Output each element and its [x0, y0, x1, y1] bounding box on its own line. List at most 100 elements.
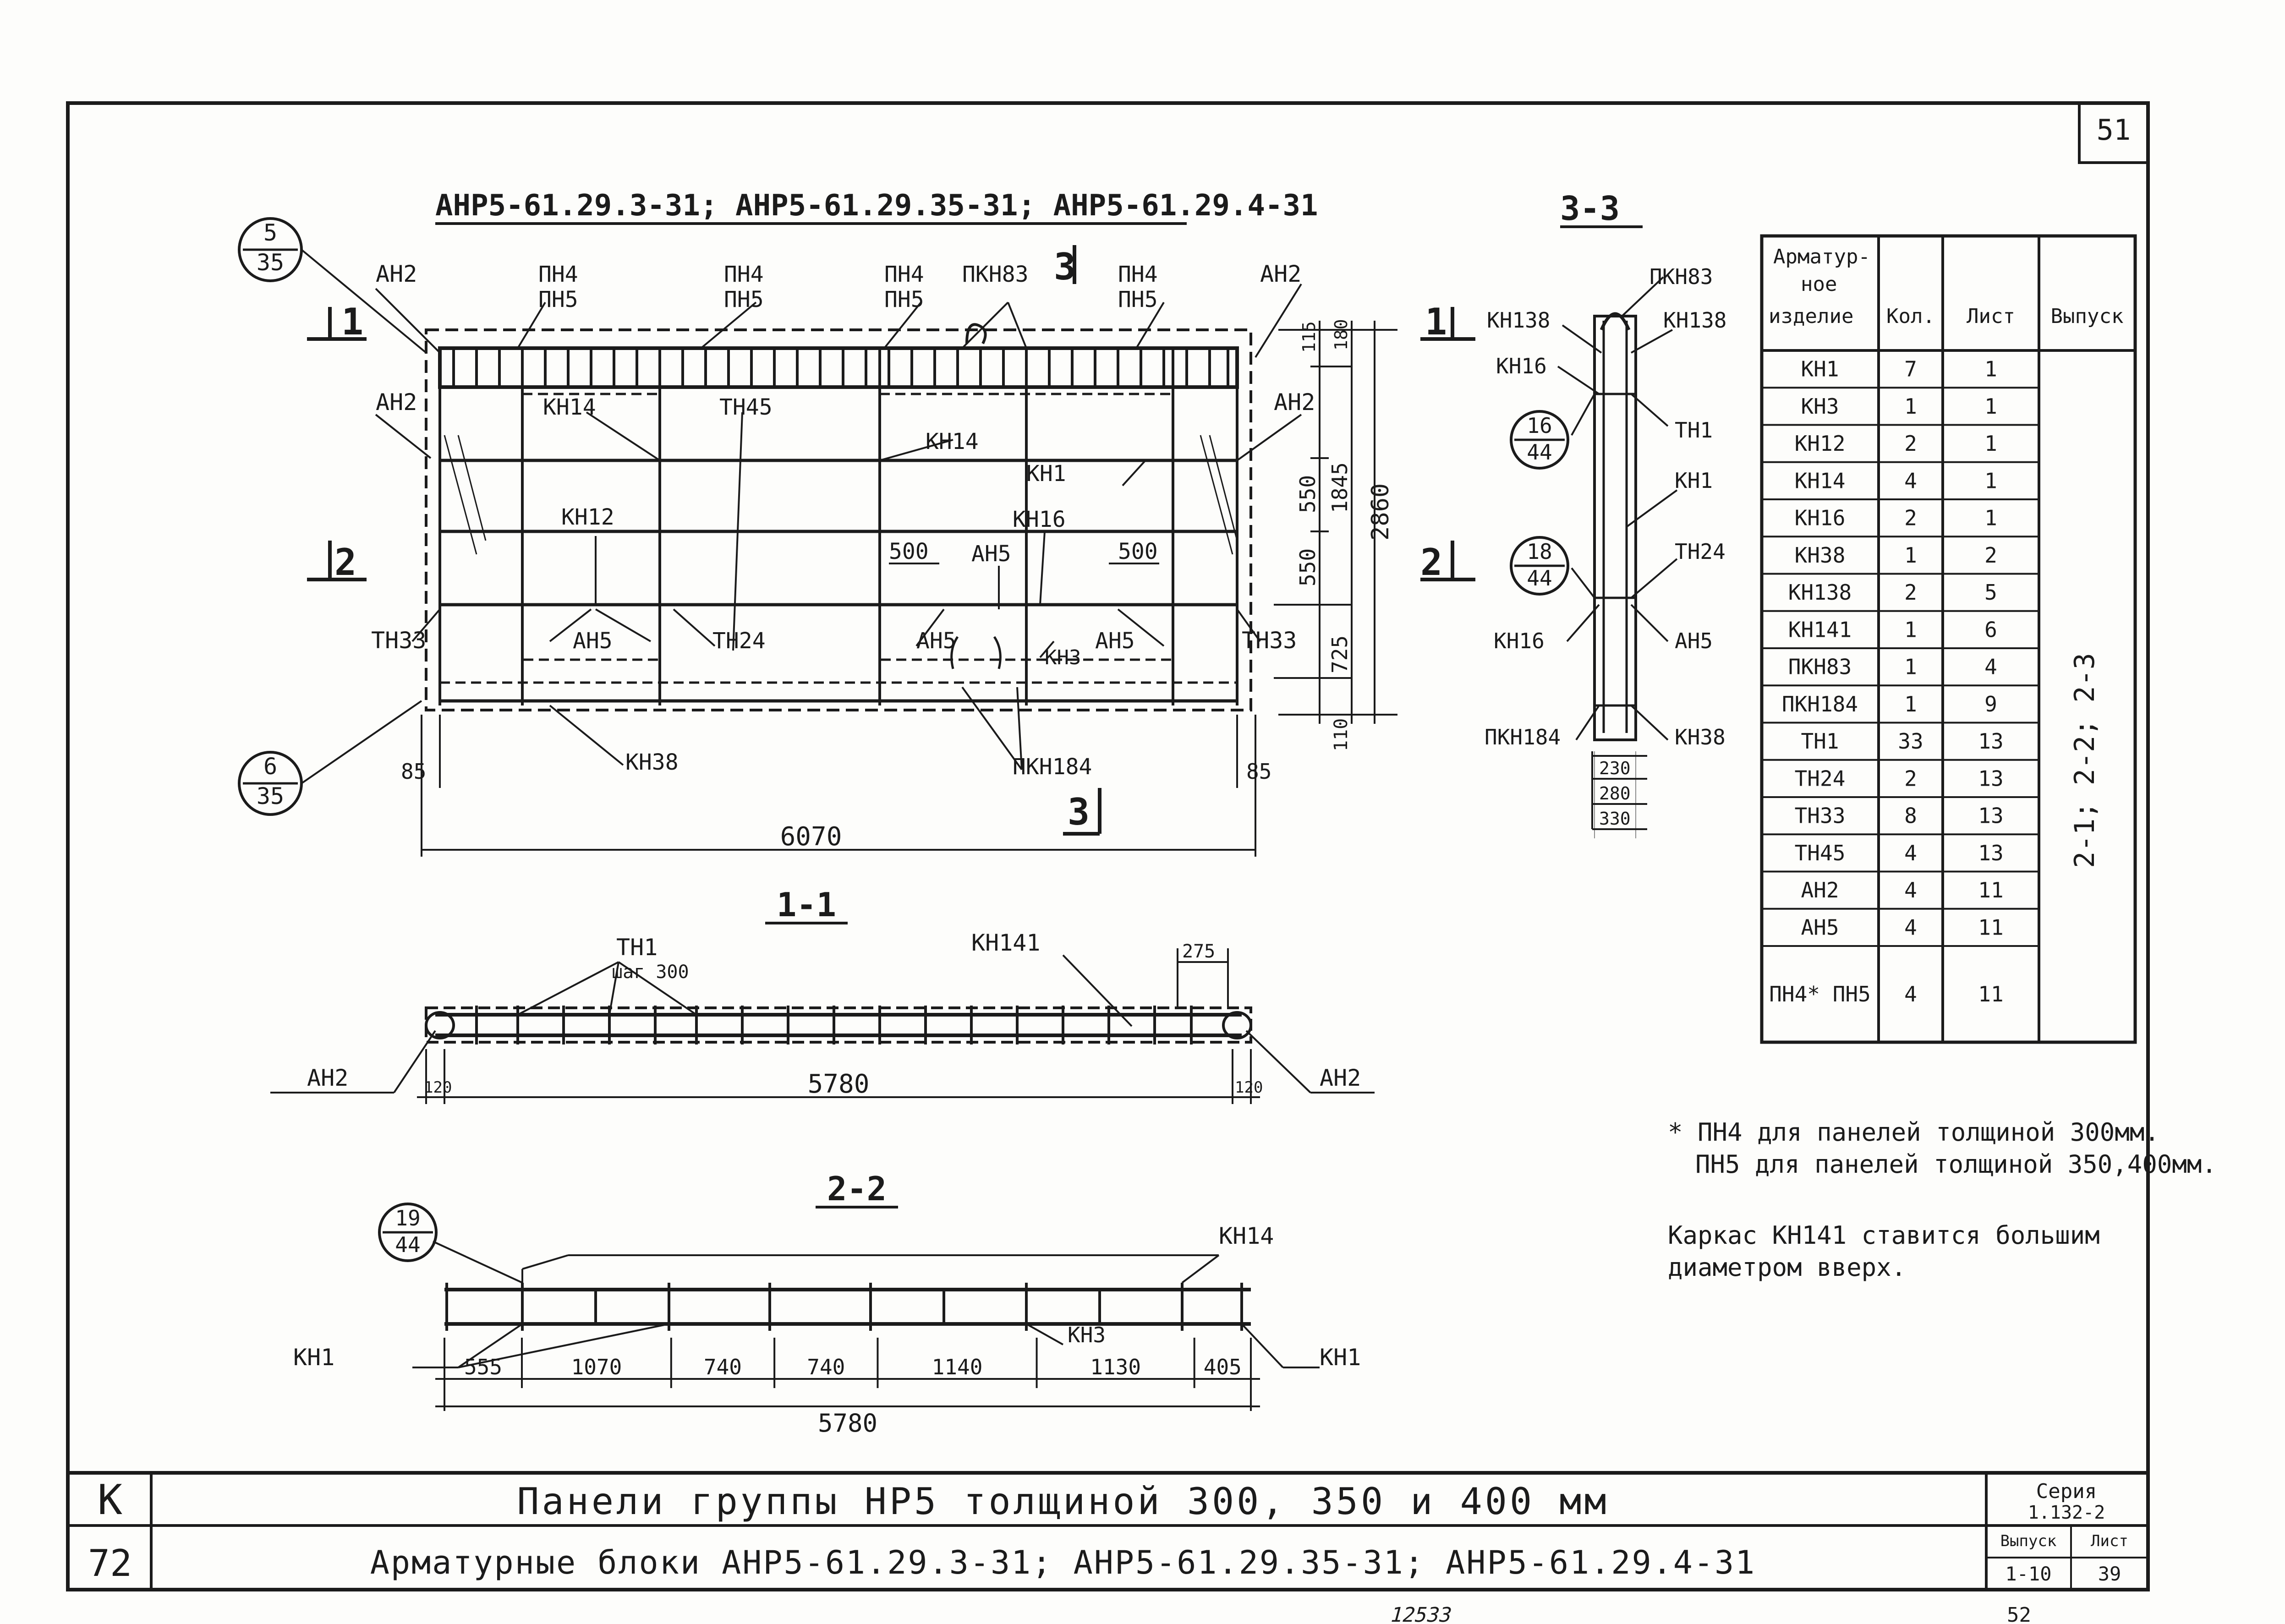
svg-text:120: 120: [424, 1078, 452, 1097]
spec-table-grid: [1760, 234, 2137, 1044]
spec-cell-sheet: 13: [1978, 766, 2003, 791]
svg-text:ТН24: ТН24: [712, 628, 766, 654]
svg-text:230: 230: [1599, 758, 1631, 778]
svg-text:АН2: АН2: [1260, 261, 1301, 287]
svg-text:ПН4: ПН4: [1118, 262, 1158, 287]
dim-label: 405: [1204, 1355, 1242, 1379]
svg-text:ПН5: ПН5: [538, 287, 578, 312]
svg-text:ТН24: ТН24: [1675, 539, 1726, 564]
svg-text:КН14: КН14: [543, 394, 596, 420]
spec-cell-qty: 1: [1904, 394, 1917, 419]
balloon-5-35: 5 35: [238, 217, 427, 354]
svg-text:6070: 6070: [780, 822, 842, 852]
svg-text:1845: 1845: [1327, 462, 1352, 513]
balloon-16-44: 16 44: [1510, 410, 1569, 470]
cut-mark-2-left: 2: [334, 541, 356, 584]
svg-text:330: 330: [1599, 809, 1631, 829]
spec-cell-qty: 1: [1904, 692, 1917, 716]
section-11-drawing: [270, 948, 1375, 1104]
svg-text:5: 5: [263, 219, 277, 246]
spec-cell-item: КН1: [1801, 357, 1839, 382]
svg-text:550: 550: [1295, 475, 1320, 513]
spec-cell-sheet: 5: [1984, 580, 1997, 605]
spec-cell-qty: 4: [1904, 878, 1917, 902]
spec-header-item: Арматур-: [1773, 245, 1870, 268]
spec-cell-sheet: 13: [1978, 804, 2003, 828]
svg-text:ТН1: ТН1: [1675, 418, 1713, 443]
sheet-frame: [66, 101, 2150, 1591]
svg-text:диаметром вверх.: диаметром вверх.: [1668, 1253, 1906, 1282]
series-label: Серия: [2036, 1480, 2097, 1503]
spec-cell-qty: 1: [1904, 655, 1917, 679]
spec-cell-item: КН12: [1795, 431, 1846, 456]
svg-text:КН1: КН1: [1026, 461, 1066, 487]
title-block-left-top: К: [98, 1476, 122, 1524]
title-block-title1: Панели группы НР5 толщиной 300, 350 и 40…: [517, 1480, 1609, 1523]
spec-cell-item: ТН24: [1795, 766, 1846, 791]
svg-text:КН16: КН16: [1013, 507, 1066, 532]
svg-text:изделие: изделие: [1769, 305, 1853, 328]
spec-cell-sheet: 11: [1978, 878, 2003, 902]
spec-cell-qty: 4: [1904, 915, 1917, 940]
spec-cell-sheet: 2: [1984, 543, 1997, 568]
svg-text:19: 19: [395, 1206, 420, 1230]
svg-text:шаг 300: шаг 300: [612, 962, 689, 983]
svg-text:КН141: КН141: [971, 930, 1041, 956]
svg-text:Выпуск: Выпуск: [2051, 305, 2124, 328]
svg-text:АН5: АН5: [1675, 629, 1713, 653]
svg-text:180: 180: [1331, 319, 1351, 350]
svg-text:АН2: АН2: [307, 1065, 348, 1091]
spec-cell-item: АН5: [1801, 915, 1839, 940]
svg-text:115: 115: [1299, 321, 1319, 353]
svg-text:АН2: АН2: [376, 389, 417, 416]
spec-cell-sheet: 13: [1978, 841, 2003, 865]
title-block: К 72 Панели группы НР5 толщиной 300, 350…: [88, 1476, 2128, 1585]
spec-cell-sheet: 6: [1984, 617, 1997, 642]
svg-text:35: 35: [257, 783, 284, 809]
dim-label: 1140: [932, 1355, 983, 1379]
balloon-18-44: 18 44: [1510, 536, 1569, 596]
spec-vypusk: 2-1; 2-2; 2-3: [2069, 653, 2101, 868]
spec-table-row-lines: [1762, 387, 2039, 947]
svg-text:18: 18: [1527, 539, 1552, 564]
spec-cell-qty: 2: [1904, 431, 1917, 456]
svg-text:КН14: КН14: [926, 429, 979, 454]
spec-cell-qty: 33: [1898, 729, 1923, 754]
sheet-number: 51: [2097, 113, 2131, 147]
svg-text:500: 500: [1118, 539, 1158, 564]
svg-text:КН12: КН12: [561, 504, 614, 530]
svg-text:44: 44: [1527, 440, 1552, 465]
elevation-view: [425, 323, 1252, 711]
spec-cell-item: ТН33: [1795, 804, 1846, 828]
spec-cell-qty: 4: [1904, 841, 1917, 865]
elevation-dims: 115 180 550 550 1845 2860 725 110 85 85 …: [401, 319, 1394, 852]
spec-cell-item: ПКН184: [1782, 692, 1858, 716]
title-block-left-bottom: 72: [88, 1542, 132, 1585]
spec-cell-sheet: 13: [1978, 729, 2003, 754]
section-22-labels: КН14 КН1 КН3 КН1: [293, 1223, 1361, 1371]
spec-cell-qty: 7: [1904, 357, 1917, 382]
sheet-label: Лист: [2091, 1532, 2128, 1550]
svg-text:120: 120: [1235, 1078, 1263, 1097]
spec-cell-item: ПКН83: [1788, 655, 1852, 679]
section-22-total: 5780: [818, 1409, 877, 1438]
spec-cell-item: КН141: [1788, 617, 1852, 642]
svg-text:КН3: КН3: [1068, 1323, 1106, 1347]
svg-text:ное: ное: [1801, 273, 1837, 296]
spec-cell-item: ТН1: [1801, 729, 1839, 754]
spec-cell-item: КН38: [1795, 543, 1846, 568]
view-title-1-1: 1-1: [777, 886, 836, 924]
svg-text:ТН1: ТН1: [616, 934, 658, 961]
notes: * ПН4 для панелей толщиной 300мм. ПН5 дл…: [1668, 1118, 2217, 1282]
svg-text:КН14: КН14: [1219, 1223, 1274, 1249]
svg-text:16: 16: [1527, 413, 1552, 438]
svg-text:ПН4: ПН4: [724, 262, 764, 287]
svg-text:КН3: КН3: [1045, 646, 1081, 669]
spec-cell-qty: 8: [1904, 804, 1917, 828]
dim-label: 740: [704, 1355, 742, 1379]
issue-value: 1-10: [2005, 1563, 2051, 1585]
spec-cell-sheet: 1: [1984, 357, 1997, 382]
